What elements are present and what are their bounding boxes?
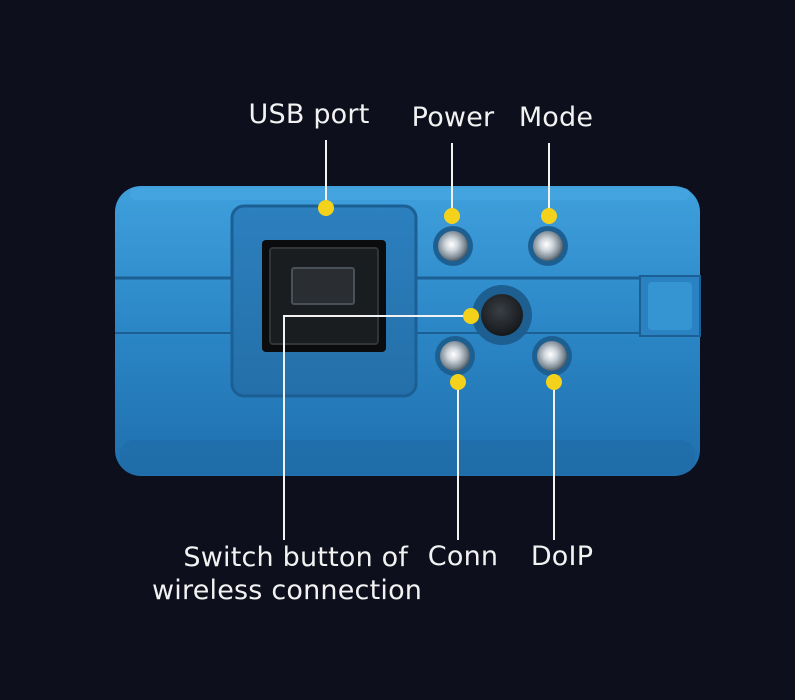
mode-marker (541, 208, 557, 224)
usb-marker (318, 200, 334, 216)
switch-marker (463, 308, 479, 324)
conn-marker (450, 374, 466, 390)
doip-label: DoIP (530, 541, 594, 572)
doip-marker (546, 374, 562, 390)
wireless-switch-button (472, 285, 532, 345)
leader-lines (283, 140, 555, 540)
doip-led (532, 336, 572, 376)
switch-label-line2: wireless connection (152, 575, 423, 606)
usb-port-label: USB port (248, 99, 370, 130)
mode-led (528, 226, 568, 266)
switch-label-line1: Switch button of (183, 542, 409, 573)
conn-led (435, 336, 475, 376)
power-marker (444, 208, 460, 224)
mode-label: Mode (518, 102, 594, 133)
conn-label: Conn (427, 541, 499, 572)
power-led (433, 226, 473, 266)
callout-markers (318, 200, 562, 390)
switch-button-label: Switch button of wireless connection (152, 541, 422, 607)
usb-port-housing (230, 204, 418, 398)
switch-leader-line (283, 315, 471, 540)
power-label: Power (411, 102, 495, 133)
